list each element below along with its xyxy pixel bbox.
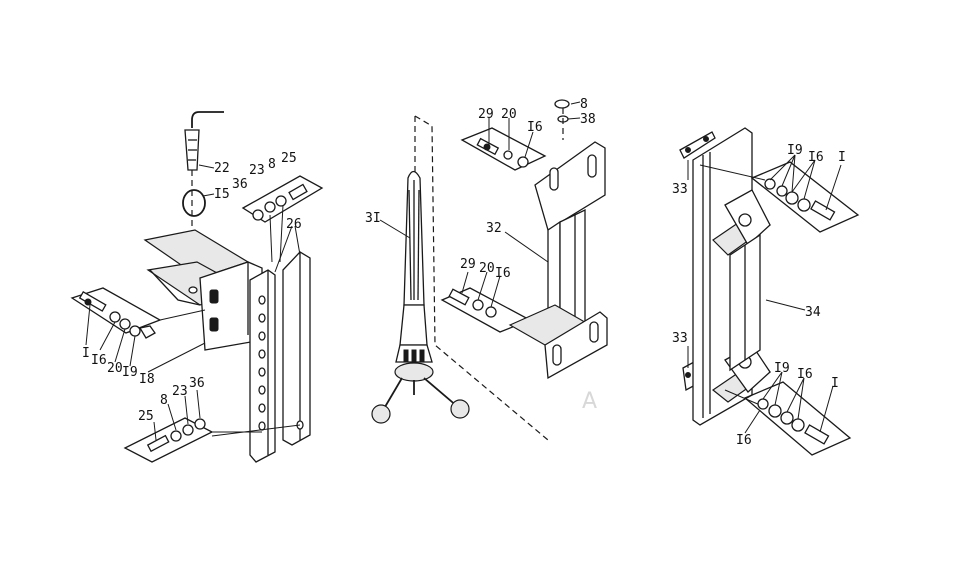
- channel-holes: [258, 295, 266, 431]
- label-23-bottom: 23: [172, 384, 188, 399]
- label-16-top: I6: [527, 120, 543, 135]
- label-16: I6: [91, 353, 107, 368]
- label-8: 8: [268, 157, 276, 172]
- label-38: 38: [580, 112, 596, 127]
- label-20-top: 20: [501, 107, 517, 122]
- channel-26: [249, 251, 311, 463]
- label-8-top: 8: [580, 97, 588, 112]
- left-assembly: 22 I5 36 23 8 25 26 I I6 20 I9 I8 25 8 2…: [70, 111, 324, 463]
- label-8-bottom: 8: [160, 393, 168, 408]
- mounting-bracket: [143, 229, 263, 351]
- label-22: 22: [214, 161, 230, 176]
- label-1-top: I: [838, 150, 846, 165]
- l-pin-22: [184, 111, 224, 255]
- label-36: 36: [232, 177, 248, 192]
- label-16-right-top: I6: [808, 150, 824, 165]
- label-1-bottom: I: [831, 376, 839, 391]
- bracket-32-assembly: 29 20 I6 8 38 32 29 20 I6 A: [440, 97, 608, 414]
- label-29-lower: 29: [460, 257, 476, 272]
- label-19-top: I9: [787, 143, 803, 158]
- label-16-lower: I6: [495, 266, 511, 281]
- bottom-hardware-strip: [123, 417, 301, 463]
- label-25-bottom: 25: [138, 409, 154, 424]
- label-18: I8: [139, 372, 155, 387]
- frame-34-assembly: 33 I9 I6 I 34 33 I9 I6 I I6: [672, 127, 860, 456]
- label-34: 34: [805, 305, 821, 320]
- label-25: 25: [281, 151, 297, 166]
- top-hardware-strip: [241, 175, 324, 263]
- washer-8: [554, 99, 570, 109]
- label-19-bottom: I9: [774, 361, 790, 376]
- label-20-lower: 20: [479, 261, 495, 276]
- label-16-right-bottom: I6: [797, 367, 813, 382]
- label-23: 23: [249, 163, 265, 178]
- label-20: 20: [107, 361, 123, 376]
- label-33-top: 33: [672, 182, 688, 197]
- label-15: I5: [214, 187, 230, 202]
- left-hardware-strip: [70, 287, 206, 339]
- center-tool-assembly: 3I: [365, 115, 549, 441]
- label-33-bottom: 33: [672, 331, 688, 346]
- label-32: 32: [486, 221, 502, 236]
- label-31: 3I: [365, 211, 381, 226]
- tool-31: [371, 170, 470, 424]
- watermark: A: [582, 389, 597, 414]
- label-36-bottom: 36: [189, 376, 205, 391]
- label-29: 29: [478, 107, 494, 122]
- ring-15: [182, 189, 206, 217]
- label-19: I9: [122, 365, 138, 380]
- label-16-bottom-left: I6: [736, 433, 752, 448]
- label-1: I: [82, 346, 90, 361]
- label-26: 26: [286, 217, 302, 232]
